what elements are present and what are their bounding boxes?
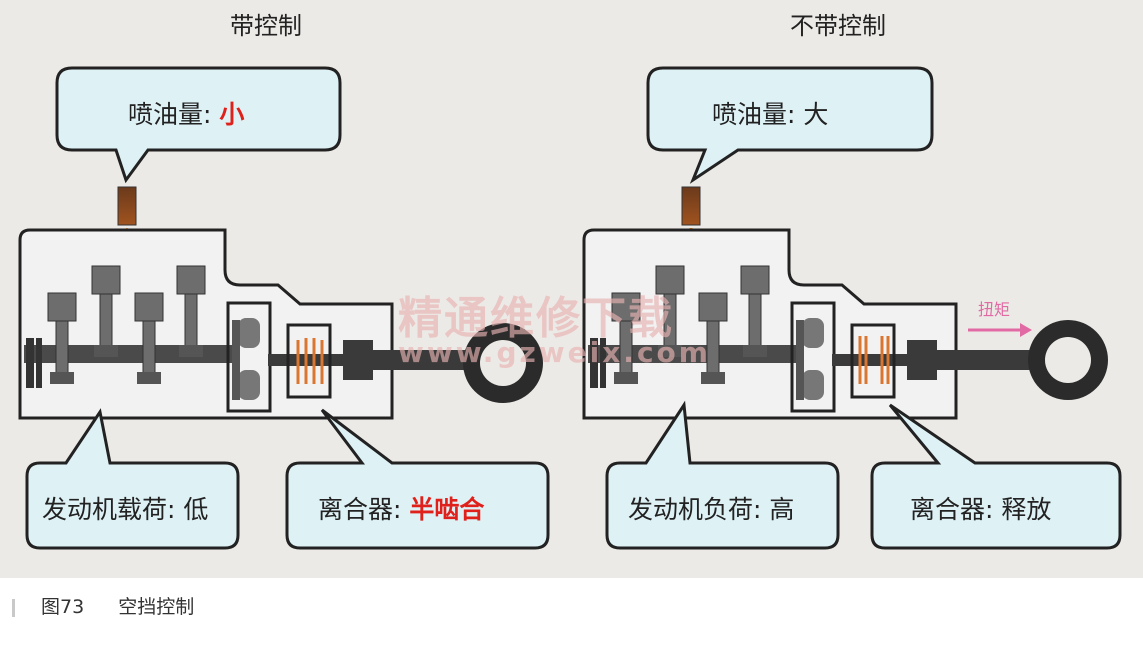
clutch-state-right: 离合器: 释放	[910, 490, 1051, 526]
clutch-callout-bubble	[285, 408, 550, 550]
separator: :	[753, 495, 762, 524]
clutch-label: 离合器	[318, 495, 394, 524]
injection-amount-right: 喷油量: 大	[712, 95, 828, 131]
separator: :	[203, 100, 212, 129]
caption-bar	[12, 598, 15, 617]
engine-left	[18, 228, 394, 420]
clutch-state-left: 离合器: 半啮合	[318, 490, 484, 526]
engine-load-left: 发动机载荷: 低	[42, 490, 208, 526]
right-panel-drawing	[582, 66, 1122, 550]
engine-load-right: 发动机负荷: 高	[628, 490, 794, 526]
figure-number: 图73	[41, 596, 85, 618]
figure-caption: 图73 空挡控制	[12, 592, 194, 619]
clutch-plates-released	[858, 336, 890, 384]
injection-amount-left: 喷油量: 小	[128, 95, 244, 131]
injection-value: 大	[803, 100, 829, 129]
injection-label: 喷油量	[712, 100, 788, 129]
injection-value: 小	[219, 100, 245, 129]
clutch-value: 半啮合	[409, 495, 485, 524]
left-panel-drawing	[18, 66, 550, 550]
engine-load-label: 发动机负荷	[628, 495, 754, 524]
injection-callout-bubble-right	[646, 66, 934, 184]
clutch-callout-bubble-right	[870, 403, 1122, 550]
clutch-label: 离合器	[910, 495, 986, 524]
injection-label: 喷油量	[128, 100, 204, 129]
clutch-plates-partial	[296, 338, 324, 384]
panel-title-with-control: 带控制	[230, 12, 302, 40]
torque-arrow-icon	[968, 323, 1032, 337]
figure-caption-text: 空挡控制	[118, 596, 195, 618]
neutral-control-diagram	[18, 66, 1122, 550]
engine-load-value: 高	[769, 495, 795, 524]
engine-load-callout-bubble	[25, 408, 240, 550]
engine-load-callout-bubble-right	[605, 400, 840, 550]
separator: :	[167, 495, 176, 524]
watermark-url: www.gzweix.com	[398, 336, 711, 369]
torque-label: 扭矩	[978, 300, 1011, 319]
injection-callout-bubble	[55, 66, 342, 184]
separator: :	[985, 495, 994, 524]
panel-title-without-control: 不带控制	[790, 12, 886, 40]
clutch-value: 释放	[1001, 495, 1052, 524]
separator: :	[393, 495, 402, 524]
engine-load-label: 发动机载荷	[42, 495, 168, 524]
watermark-title: 精通维修下载	[398, 293, 674, 344]
engine-load-value: 低	[183, 495, 209, 524]
fuel-injector-icon-right	[681, 186, 701, 226]
separator: :	[787, 100, 796, 129]
fuel-injector-icon	[117, 186, 137, 226]
